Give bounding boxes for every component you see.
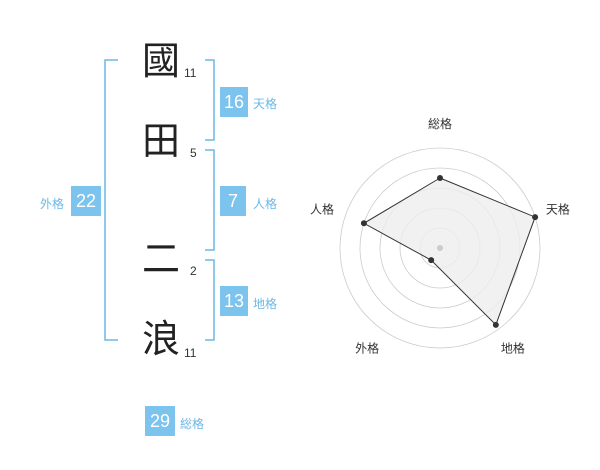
- radar-axis-label: 総格: [428, 116, 452, 131]
- radar-axis-label: 外格: [355, 340, 379, 355]
- radar-axis-label: 天格: [546, 202, 570, 217]
- radar-point: [532, 214, 539, 221]
- radar-point: [360, 220, 367, 227]
- radar-point: [492, 321, 499, 328]
- jinkaku-value: 7: [220, 186, 246, 216]
- gaikaku-bracket: [104, 59, 118, 341]
- name-char-3: 二: [142, 237, 181, 281]
- tenkaku-label: 天格: [253, 97, 278, 111]
- radar-axis-label: 人格: [310, 202, 334, 217]
- tenkaku-value: 16: [220, 87, 248, 117]
- name-char-2: 田: [142, 119, 181, 163]
- radar-center-dot: [437, 245, 443, 251]
- radar-points: [360, 175, 539, 328]
- soukaku-label: 総格: [180, 417, 205, 431]
- name-char-4: 浪: [142, 317, 181, 361]
- chikaku-bracket: [205, 259, 215, 341]
- gaikaku-label: 外格: [40, 197, 65, 211]
- soukaku-value: 29: [145, 406, 175, 436]
- stroke-count-1: 11: [184, 66, 197, 80]
- stroke-count-3: 2: [190, 264, 197, 278]
- name-char-1: 國: [142, 39, 181, 83]
- jinkaku-bracket: [205, 149, 215, 251]
- chikaku-label: 地格: [253, 297, 278, 311]
- tenkaku-bracket: [205, 59, 215, 141]
- stroke-count-2: 5: [190, 146, 197, 160]
- gaikaku-value: 22: [71, 186, 101, 216]
- chikaku-value: 13: [220, 286, 248, 316]
- radar-point: [437, 175, 443, 181]
- stroke-count-4: 11: [184, 346, 197, 360]
- radar-polygon: [362, 177, 536, 326]
- radar-ring: [339, 147, 541, 349]
- radar-point: [428, 257, 435, 264]
- radar-axis-label: 地格: [501, 340, 525, 355]
- jinkaku-label: 人格: [253, 197, 278, 211]
